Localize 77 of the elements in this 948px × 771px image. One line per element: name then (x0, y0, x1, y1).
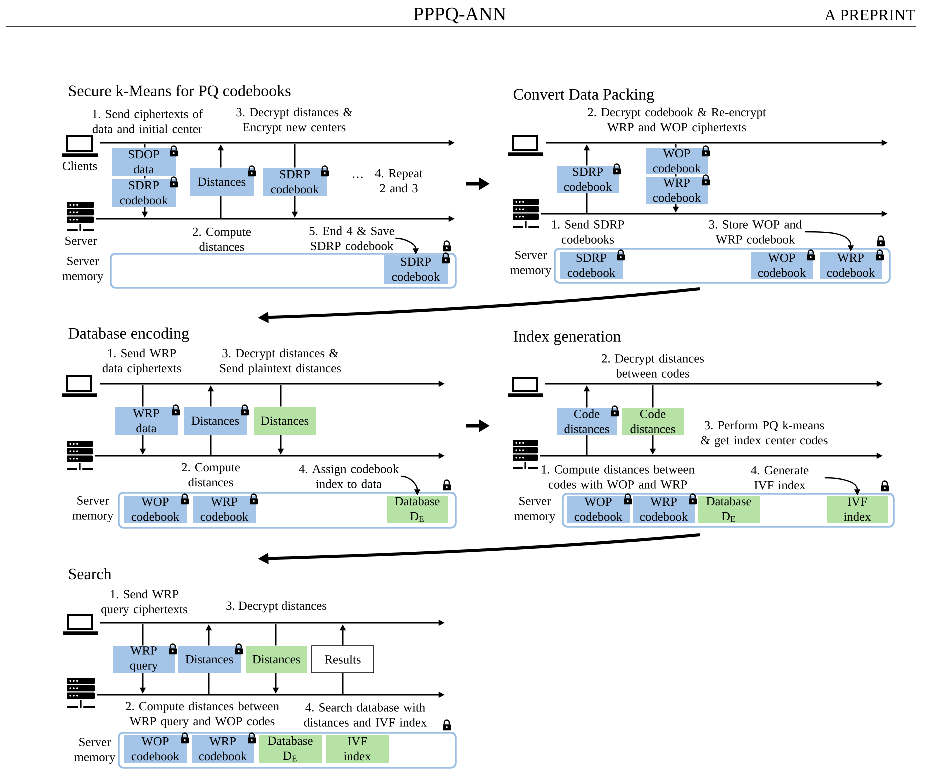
memory-box: WOP codebook (124, 735, 187, 763)
step-label: 3. Decrypt distances (226, 601, 326, 613)
memory-box: SDRP codebook (384, 255, 448, 284)
connector-line (342, 673, 344, 694)
message-box: Code distances (557, 408, 617, 435)
connector-line (220, 196, 222, 218)
connector-line (675, 174, 677, 177)
memory-box: SDRP codebook (560, 252, 623, 279)
memory-box: WRP codebook (633, 496, 695, 523)
connector-line (210, 435, 212, 455)
connector-line (586, 193, 588, 213)
connector-line (586, 435, 588, 455)
message-box: Distances (246, 646, 307, 673)
connector-line (675, 144, 677, 148)
band-label: Server memory (72, 496, 114, 522)
message-box: WRP codebook (646, 177, 708, 204)
step-label: 4. Search database with distances and IVF index (304, 703, 427, 727)
message-box: Distances (184, 407, 247, 435)
step-label: 2. Decrypt codebook & Re-encrypt WRP and WOP ciphertexts (588, 108, 766, 134)
message-box: SDRP codebook (263, 168, 327, 196)
message-box: Distances (254, 407, 316, 435)
step-label: 1. Send SDRP codebooks (552, 220, 624, 244)
step-label: 4. Assign codebook index to data (299, 464, 400, 488)
connector-line (275, 624, 277, 646)
step-label: 1. Compute distances between codes with WOP and WRP (542, 465, 695, 489)
message-box: SDRP codebook (557, 166, 620, 193)
connector-line (652, 386, 654, 408)
memory-box: IVF index (827, 496, 888, 523)
panel-title: Search (69, 568, 112, 580)
memory-box: WRP codebook (820, 252, 882, 279)
step-label: 2. Compute distances between WRP query and WOP codes (126, 702, 280, 728)
memory-box: WRP codebook (192, 735, 254, 763)
panel-title: Index generation (514, 330, 621, 346)
connector-line (142, 624, 144, 646)
header-text: A PREPRINT (824, 10, 916, 20)
step-label: 4. Generate IVF index (751, 466, 809, 490)
connector-line (294, 144, 296, 168)
message-box: WOP codebook (646, 148, 708, 174)
message-box: Distances (178, 646, 241, 673)
ellipsis: … (353, 176, 363, 178)
message-box: WRP query (113, 646, 175, 673)
band-label: Server memory (514, 497, 556, 523)
memory-box: Database D$_{E}$ (387, 496, 448, 523)
connector-line (144, 144, 146, 148)
step-label: 3. Perform PQ k-means & get index center codes (701, 420, 828, 448)
step-label: 2. Compute distances (182, 463, 240, 487)
icon-label: Clients (62, 162, 98, 170)
memory-box: Database D$_{E}$ (259, 735, 322, 763)
band-label: Server memory (62, 257, 104, 283)
message-box: Code distances (622, 408, 684, 435)
step-label: 4. Repeat 2 and 3 (375, 169, 423, 193)
panel-title: Secure k-Means for PQ codebooks (69, 85, 291, 99)
result-box: Results (312, 646, 374, 674)
panel-title: Convert Data Packing (514, 88, 654, 104)
icon-label: Server (66, 236, 98, 246)
memory-box: IVF index (326, 735, 389, 763)
message-box: SDRP codebook (112, 179, 176, 207)
step-label: 5. End 4 & Save SDRP codebook (310, 226, 394, 250)
message-box: Distances (190, 168, 254, 196)
step-label: 3. Store WOP and WRP codebook (709, 220, 802, 244)
step-label: 1. Send ciphertexts of data and initial center (92, 110, 204, 134)
memory-box: WOP codebook (124, 496, 187, 523)
step-label: 3. Decrypt distances & Send plaintext distances (220, 348, 342, 376)
connector-line (280, 386, 282, 407)
memory-box: WOP codebook (751, 252, 814, 279)
panel-title: Database encoding (68, 328, 190, 342)
memory-box: WRP codebook (193, 496, 256, 523)
connector-line (208, 673, 210, 694)
connector-line (142, 386, 144, 407)
message-box: WRP data (115, 407, 178, 435)
memory-box: WOP codebook (567, 496, 630, 523)
header-text: PPPQ-ANN (414, 8, 506, 24)
memory-box: Database D$_{E}$ (698, 496, 760, 523)
band-label: Server memory (510, 251, 552, 277)
connector-line (144, 176, 146, 179)
band-label: Server memory (74, 738, 116, 764)
message-box: SDOP data (112, 148, 176, 176)
